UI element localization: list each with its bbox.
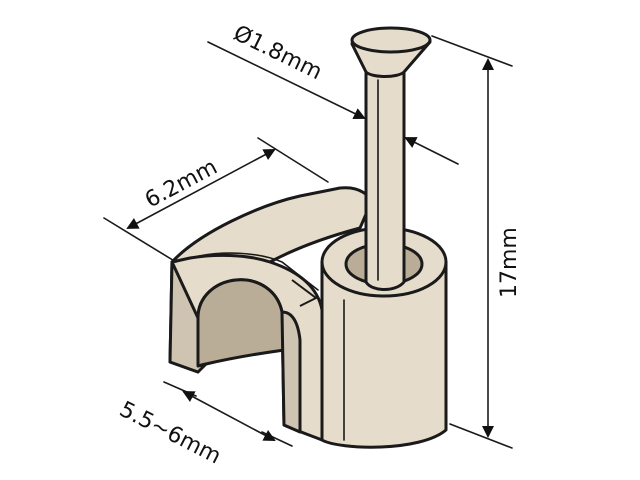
boss-cylinder xyxy=(320,260,448,449)
nail xyxy=(350,26,432,291)
nail-shank xyxy=(364,68,406,291)
nail-head-top xyxy=(350,26,432,54)
arch-notch xyxy=(291,279,318,307)
clip-right-leg-side xyxy=(280,310,302,434)
dim-cable-range: 5.5~6mm xyxy=(115,381,293,469)
clip-left-leg-side xyxy=(168,260,208,374)
dim-cable-range-line xyxy=(182,391,276,441)
clip-body xyxy=(168,186,372,442)
dim-clip-width-line xyxy=(126,149,276,229)
dim-clip-width-ext-right xyxy=(257,137,329,183)
dim-cable-range-label: 5.5~6mm xyxy=(115,397,225,469)
dim-total-height-ext-top xyxy=(431,35,513,67)
dim-cable-range-ext-left xyxy=(163,381,197,397)
dim-total-height-label: 17mm xyxy=(497,227,522,298)
dim-total-height: 17mm xyxy=(431,35,522,449)
dim-nail-diameter-leader xyxy=(207,41,366,120)
dim-cable-range-ext-right xyxy=(261,431,293,447)
dim-nail-diameter-tail xyxy=(404,137,459,165)
dim-total-height-ext-bottom xyxy=(449,423,513,449)
dim-clip-width-ext-left xyxy=(103,217,177,263)
cable-channel xyxy=(196,278,286,368)
arch-ridge-line xyxy=(189,252,319,291)
